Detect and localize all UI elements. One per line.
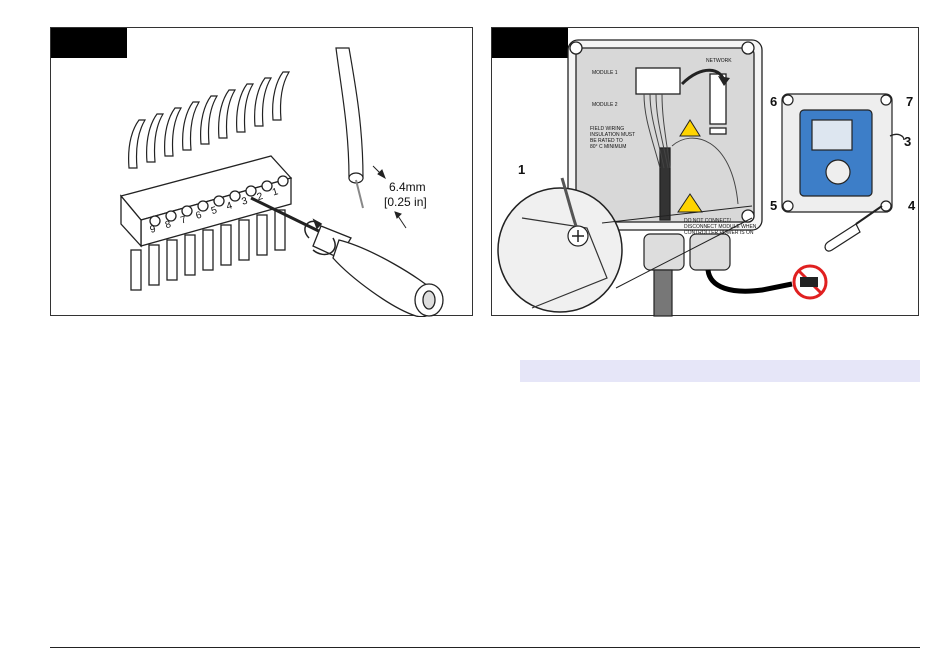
callout-4: 4 — [908, 198, 916, 213]
section-heading-bar — [520, 360, 920, 382]
callout-3: 3 — [904, 134, 911, 149]
wire-bundle — [129, 72, 289, 168]
callout-5: 5 — [770, 198, 777, 213]
stripped-wire — [336, 48, 363, 208]
terminal-block-body — [121, 156, 291, 290]
callout-7: 7 — [906, 94, 913, 109]
field-wiring-line4: 80° C MINIMUM — [590, 144, 626, 150]
callout-1: 1 — [518, 162, 525, 177]
cable-glands — [644, 234, 792, 316]
controller-front — [782, 94, 892, 212]
callout-6: 6 — [770, 94, 777, 109]
footer-rule — [50, 647, 920, 648]
network-label: NETWORK — [706, 58, 732, 64]
controller-illustration: NETWORK MODULE 1 MODULE 2 FIELD WIRING I… — [492, 28, 920, 317]
dimension-mm-label: 6.4mm — [389, 180, 426, 194]
wire-strip-figure: 9 8 7 6 5 4 3 2 1 — [50, 27, 473, 316]
module1-label: MODULE 1 — [592, 70, 618, 76]
terminal-block-illustration: 9 8 7 6 5 4 3 2 1 — [51, 28, 474, 317]
no-power-icon — [794, 266, 826, 298]
dimension-in-label: [0.25 in] — [384, 195, 427, 209]
small-screwdriver-icon — [825, 206, 882, 251]
module-install-figure: NETWORK MODULE 1 MODULE 2 FIELD WIRING I… — [491, 27, 919, 316]
module2-label: MODULE 2 — [592, 102, 618, 108]
